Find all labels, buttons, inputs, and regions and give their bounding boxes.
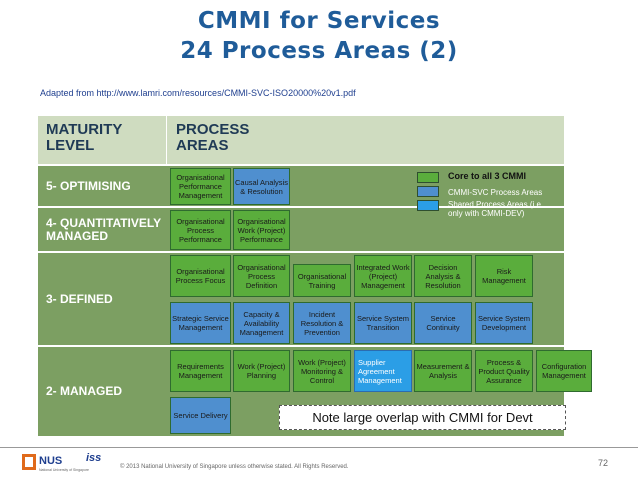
- pa-wp: Work (Project) Planning: [233, 350, 290, 392]
- diagram-header-band: [38, 116, 564, 164]
- source-link[interactable]: Adapted from http://www.lamri.com/resour…: [40, 88, 356, 98]
- legend-svc-label: CMMI-SVC Process Areas: [448, 188, 543, 197]
- pa-irp: Incident Resolution & Prevention: [293, 302, 351, 344]
- legend-shared-label: Shared Process Areas (i.e. only with CMM…: [448, 200, 544, 218]
- pa-rskm: Risk Management: [475, 255, 533, 297]
- overlap-note: Note large overlap with CMMI for Devt: [279, 405, 566, 430]
- pa-car: Causal Analysis & Resolution: [233, 168, 290, 205]
- slide-title-line1: CMMI for Services: [197, 8, 441, 34]
- nus-logo: NUS National University of Singapore: [22, 454, 89, 472]
- band-separator: [38, 206, 564, 208]
- nus-logo-text: NUS: [39, 455, 62, 467]
- process-areas-heading: PROCESS AREAS: [176, 121, 250, 154]
- level-3-label: 3- DEFINED: [46, 291, 113, 306]
- band-separator: [38, 345, 564, 347]
- nus-logo-subtext: National University of Singapore: [39, 468, 89, 472]
- pa-cm: Configuration Management: [536, 350, 592, 392]
- pa-sst: Service System Transition: [354, 302, 412, 344]
- pa-opd: Organisational Process Definition: [233, 255, 290, 297]
- level-5-label: 5- OPTIMISING: [46, 178, 131, 193]
- pa-wmc: Work (Project) Monitoring & Control: [293, 350, 351, 392]
- pa-scon: Service Continuity: [414, 302, 472, 344]
- legend-core-label: Core to all 3 CMMI: [448, 171, 527, 181]
- copyright-text: © 2013 National University of Singapore …: [120, 464, 349, 470]
- level4-band: [38, 208, 564, 251]
- band-separator: [38, 251, 564, 253]
- level5-band: [38, 166, 564, 206]
- legend-shared-swatch: [417, 200, 439, 211]
- pa-dar: Decision Analysis & Resolution: [414, 255, 472, 297]
- pa-sam: Supplier Agreement Management: [354, 350, 412, 392]
- footer-divider: [0, 447, 638, 448]
- level-2-label: 2- MANAGED: [46, 384, 123, 398]
- page-number: 72: [598, 458, 609, 468]
- pa-sd: Service Delivery: [170, 397, 231, 434]
- pa-ssd: Service System Development: [475, 302, 533, 344]
- pa-owp: Organisational Work (Project) Performanc…: [233, 210, 290, 250]
- pa-std: Strategic Service Management: [170, 302, 231, 344]
- pa-cam: Capacity & Availability Management: [233, 302, 290, 344]
- slide-title-line2: 24 Process Areas (2): [180, 38, 458, 64]
- iss-logo: iss: [86, 452, 102, 464]
- pa-opf: Organisational Process Focus: [170, 255, 231, 297]
- pa-opp: Organisational Process Performance: [170, 210, 231, 250]
- pa-ppqa: Process & Product Quality Assurance: [475, 350, 533, 392]
- legend-core-swatch: [417, 172, 439, 183]
- level-4-label: 4- QUANTITATIVELY MANAGED: [46, 215, 161, 243]
- pa-iwm: Integrated Work (Project) Management: [354, 255, 412, 297]
- pa-ma: Measurement & Analysis: [414, 350, 472, 392]
- pa-reqm: Requirements Management: [170, 350, 231, 392]
- pa-ot: Organisational Training: [293, 264, 351, 297]
- pa-opm: Organisational Performance Management: [170, 168, 231, 205]
- legend-svc-swatch: [417, 186, 439, 197]
- maturity-level-heading: MATURITY LEVEL: [46, 121, 123, 154]
